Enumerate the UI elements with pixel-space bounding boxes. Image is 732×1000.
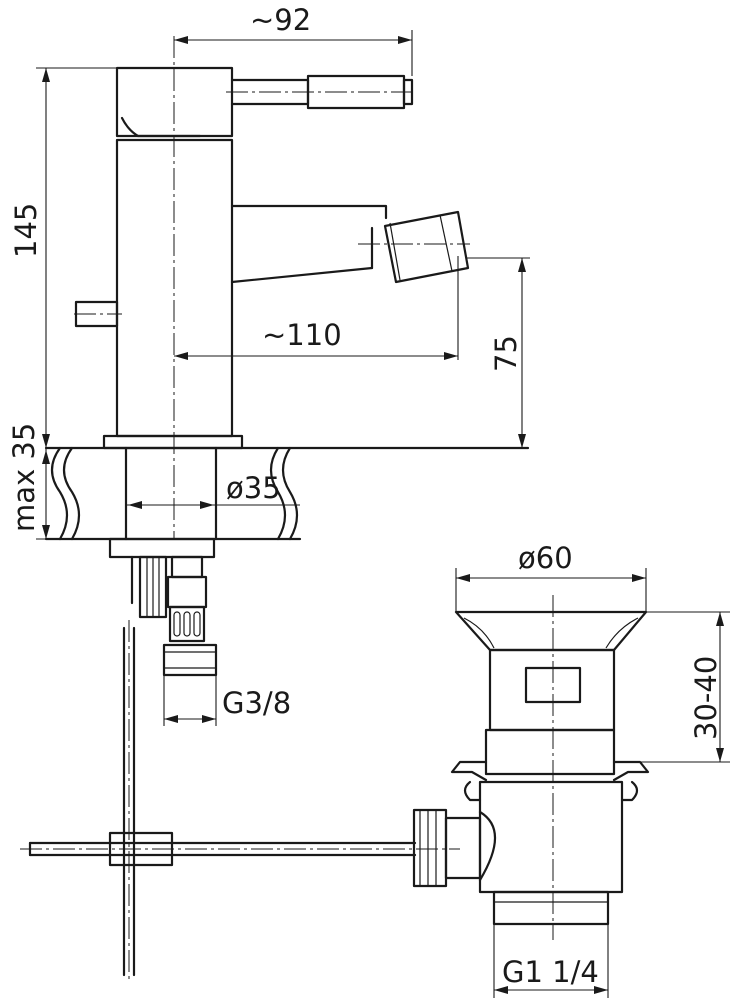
mixer-body <box>102 66 244 450</box>
dim-label-body-height: 145 <box>9 203 43 258</box>
dimension-lines <box>36 30 730 998</box>
center-lines <box>20 36 554 980</box>
dim-label-waste-flange: ø60 <box>518 541 573 575</box>
dim-label-connection-thread: G3/8 <box>222 686 291 720</box>
flexible-hose <box>162 555 218 677</box>
dim-label-nozzle-reach: ~110 <box>262 318 342 352</box>
dim-label-spout-reach: ~92 <box>250 3 311 37</box>
underdeck-fixing <box>108 537 216 619</box>
bidet-spout <box>230 204 470 284</box>
waste-fitting <box>412 610 650 926</box>
dim-label-nozzle-height: 75 <box>489 335 523 372</box>
dim-label-max-deck: max 35 <box>7 423 41 532</box>
popup-rod-vertical <box>122 626 136 977</box>
dim-label-waste-adjust: 30-40 <box>689 656 723 740</box>
countertop-section <box>44 446 530 541</box>
dim-label-waste-thread: G1 1/4 <box>502 955 599 989</box>
dim-label-mounting-hole: ø35 <box>226 471 281 505</box>
dimension-arrowheads <box>42 36 724 994</box>
